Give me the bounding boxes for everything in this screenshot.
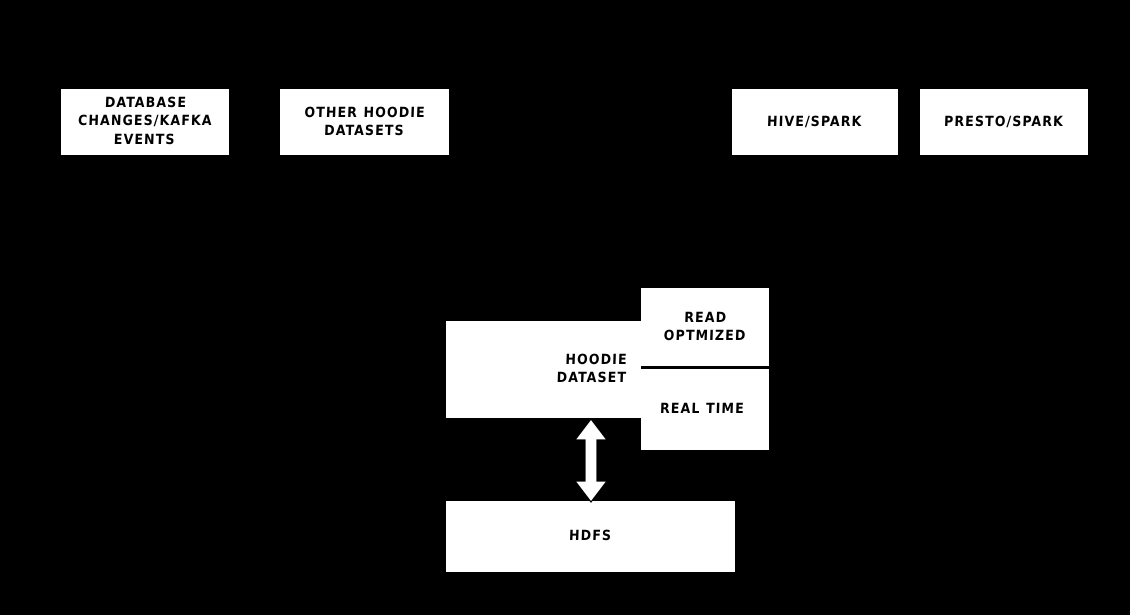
node-label: READ OPTMIZED: [663, 309, 747, 344]
node-label: HIVE/SPARK: [767, 113, 863, 130]
node-label: HDFS: [568, 528, 613, 545]
node-hdfs[interactable]: HDFS: [446, 501, 735, 572]
node-other-hoodie-datasets[interactable]: OTHER HOODIE DATASETS: [280, 89, 449, 155]
node-database-changes-kafka-events[interactable]: DATABASE CHANGES/KAFKA EVENTS: [61, 89, 229, 155]
node-read-optimized-view[interactable]: READ OPTMIZED: [641, 288, 769, 369]
node-real-time-view[interactable]: REAL TIME: [641, 369, 769, 450]
node-label: HOODIE DATASET: [556, 352, 628, 387]
hoodie-views-stack: READ OPTMIZED REAL TIME: [641, 288, 769, 450]
node-label: DATABASE CHANGES/KAFKA EVENTS: [77, 95, 213, 149]
bidirectional-arrow-icon: [573, 418, 609, 503]
node-label: PRESTO/SPARK: [943, 113, 1065, 130]
node-presto-spark[interactable]: PRESTO/SPARK: [920, 89, 1088, 155]
node-label: OTHER HOODIE DATASETS: [303, 104, 426, 139]
node-hive-spark[interactable]: HIVE/SPARK: [732, 89, 898, 155]
node-label: REAL TIME: [659, 401, 745, 418]
node-hoodie-dataset[interactable]: HOODIE DATASET: [446, 321, 641, 418]
